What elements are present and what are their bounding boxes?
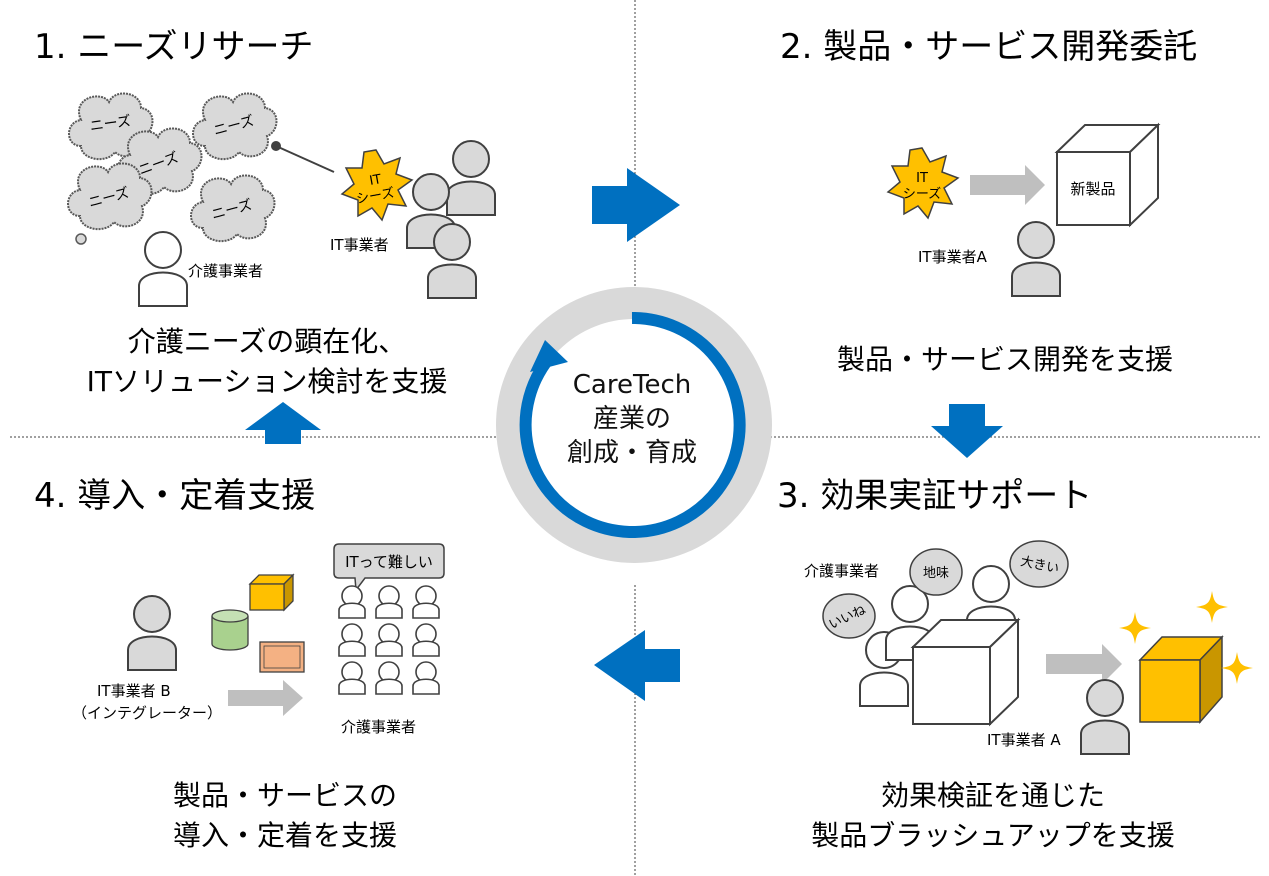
q3-title: 3. 効果実証サポート [777, 476, 1093, 516]
q3-vendor-label: IT事業者 A [987, 731, 1061, 749]
q1-caption-line: ITソリューション検討を支援 [86, 365, 448, 398]
q4-vendor-label: IT事業者 B [97, 682, 171, 700]
center-line-3: 創成・育成 [566, 438, 697, 468]
q4-caption: 製品・サービスの 導入・定着を支援 [120, 776, 450, 856]
q1-illustration [67, 92, 496, 307]
q2-seeds-label-1: IT [916, 171, 928, 186]
center-line-2: 産業の [592, 404, 671, 434]
q3-caption: 効果検証を通じた 製品ブラッシュアップを支援 [758, 776, 1228, 856]
q1-caption: 介護ニーズの顕在化、 ITソリューション検討を支援 [52, 322, 482, 402]
arrow-left [594, 630, 680, 701]
q4-care-label: 介護事業者 [341, 718, 417, 736]
q4-vendor-sublabel: （インテグレーター） [72, 704, 223, 722]
q2-caption-line: 製品・サービス開発を支援 [836, 343, 1173, 376]
q1-title: 1. ニーズリサーチ [34, 27, 314, 67]
q3-caption-line: 製品ブラッシュアップを支援 [811, 819, 1175, 852]
arrow-down [931, 404, 1003, 458]
q3-care-label: 介護事業者 [804, 562, 880, 580]
q4-illustration [127, 543, 445, 716]
q4-title: 4. 導入・定着支援 [34, 476, 316, 516]
q3-illustration [822, 540, 1253, 755]
q1-seeds-label-2: シーズ [355, 185, 396, 207]
q1-seeds-label-1: IT [368, 172, 382, 189]
q2-caption: 製品・サービス開発を支援 [790, 340, 1220, 380]
q3-caption-line: 効果検証を通じた [880, 779, 1105, 812]
q1-vendor-label: IT事業者 [330, 236, 389, 254]
cycle-ring [496, 287, 772, 563]
q2-product-label: 新製品 [1070, 180, 1115, 198]
q2-vendor-label: IT事業者A [918, 248, 987, 266]
arrow-up [245, 402, 321, 444]
center-label: CareTech 産業の 創成・育成 [497, 368, 767, 470]
q4-speech-text: ITって難しい [345, 553, 433, 571]
q2-seeds-label-2: シーズ [903, 186, 941, 202]
q4-caption-line: 導入・定着を支援 [172, 819, 397, 852]
arrow-right [592, 168, 680, 242]
q4-caption-line: 製品・サービスの [172, 779, 397, 812]
q1-caption-line: 介護ニーズの顕在化、 [127, 325, 407, 358]
q3-bubble-jimi: 地味 [923, 566, 949, 581]
q2-title: 2. 製品・サービス開発委託 [780, 27, 1198, 67]
q1-cloud-label: ニーズ [89, 113, 132, 135]
center-line-1: CareTech [572, 370, 692, 400]
q2-illustration [887, 122, 1161, 297]
q1-care-label: 介護事業者 [188, 262, 264, 280]
